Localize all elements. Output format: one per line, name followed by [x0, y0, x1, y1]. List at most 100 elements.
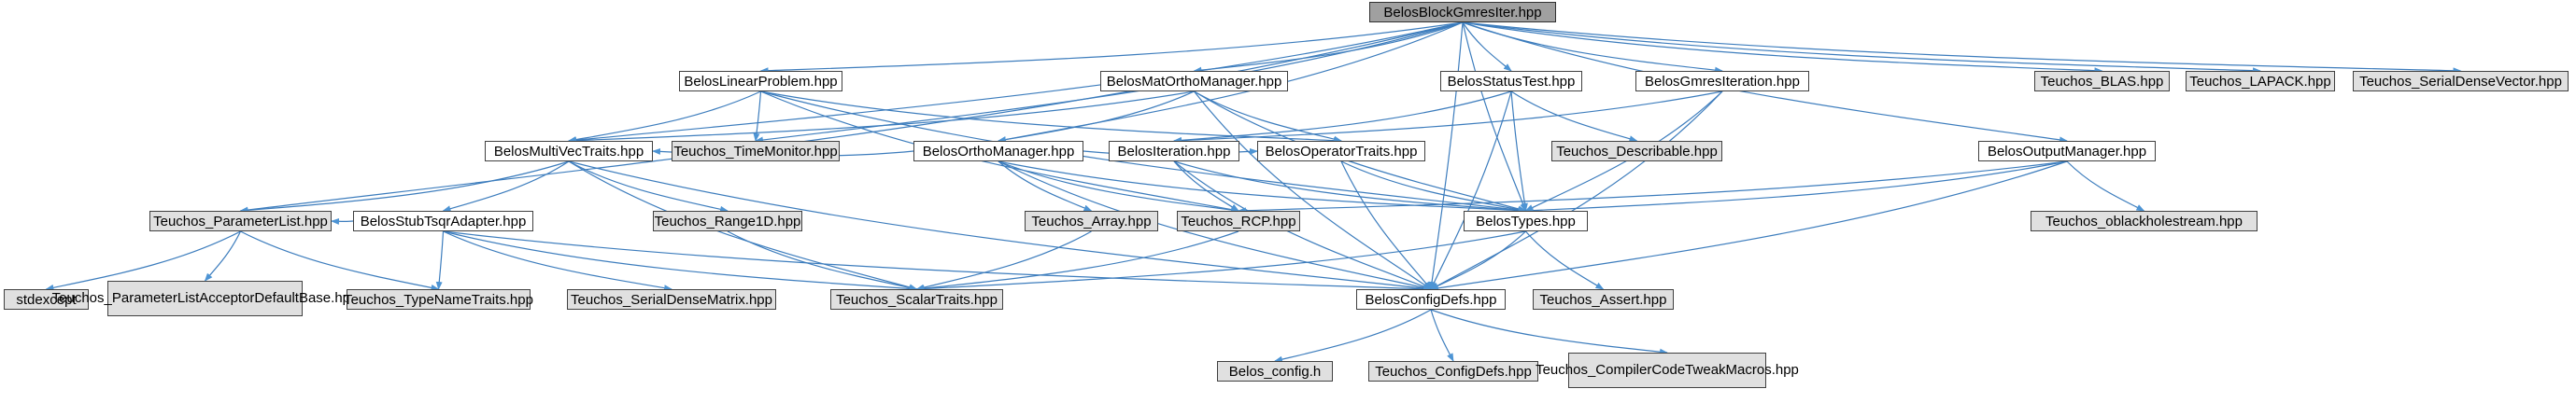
- graph-node-label: BelosOrthoManager.hpp: [922, 143, 1075, 160]
- graph-edge-multivectraits-to-parameterlist: [239, 160, 570, 214]
- graph-node-range1d[interactable]: Teuchos_Range1D.hpp: [653, 211, 802, 231]
- graph-edge-root-to-serialdensevec: [1462, 21, 2462, 75]
- graph-edge-root-to-multivectraits: [568, 21, 1464, 144]
- graph-edge-parameterlist-to-stdexcept: [45, 230, 241, 291]
- graph-edge-configdefs-to-compilertweak: [1430, 309, 1668, 355]
- graph-node-timemonitor[interactable]: Teuchos_TimeMonitor.hpp: [672, 141, 840, 161]
- graph-edge-linprob-to-operatortraits: [760, 90, 1342, 145]
- graph-node-array[interactable]: Teuchos_Array.hpp: [1025, 211, 1158, 231]
- graph-edge-root-to-linprob: [759, 21, 1464, 75]
- graph-node-describable[interactable]: Teuchos_Describable.hpp: [1551, 141, 1722, 161]
- graph-node-matortho[interactable]: BelosMatOrthoManager.hpp: [1100, 71, 1288, 91]
- graph-edge-multivectraits-to-configdefs: [568, 160, 1432, 292]
- graph-node-gmresiteration[interactable]: BelosGmresIteration.hpp: [1635, 71, 1809, 91]
- graph-edge-configdefs-to-teuchosconfig: [1430, 309, 1454, 362]
- graph-node-oblackhole[interactable]: Teuchos_oblackholestream.hpp: [2031, 211, 2258, 231]
- graph-edge-orthomanager-to-rcp: [998, 160, 1239, 214]
- graph-edge-orthomanager-to-belostypes: [998, 160, 1527, 215]
- graph-edge-multivectraits-to-range1d: [568, 160, 729, 213]
- graph-node-iteration[interactable]: BelosIteration.hpp: [1109, 141, 1239, 161]
- graph-node-label: Teuchos_BLAS.hpp: [2040, 73, 2164, 90]
- graph-node-label: BelosMultiVecTraits.hpp: [493, 143, 644, 160]
- graph-node-label: BelosGmresIteration.hpp: [1645, 73, 1800, 90]
- graph-node-operatortraits[interactable]: BelosOperatorTraits.hpp: [1257, 141, 1425, 161]
- graph-edge-root-to-matortho: [1193, 21, 1464, 74]
- graph-node-label: Teuchos_TypeNameTraits.hpp: [344, 291, 533, 308]
- graph-node-lapack[interactable]: Teuchos_LAPACK.hpp: [2186, 71, 2335, 91]
- graph-node-rcp[interactable]: Teuchos_RCP.hpp: [1177, 211, 1300, 231]
- graph-node-label: BelosStubTsqrAdapter.hpp: [360, 213, 527, 229]
- graph-node-stdexcept[interactable]: stdexcept: [4, 289, 89, 310]
- graph-node-label: stdexcept: [16, 291, 77, 308]
- graph-node-configdefs[interactable]: BelosConfigDefs.hpp: [1356, 289, 1506, 310]
- graph-node-stubtsqr[interactable]: BelosStubTsqrAdapter.hpp: [353, 211, 533, 231]
- graph-node-label: Teuchos_TimeMonitor.hpp: [673, 143, 838, 160]
- graph-edge-matortho-to-belostypes: [1194, 90, 1527, 213]
- graph-edge-gmresiteration-to-belostypes: [1524, 90, 1723, 212]
- graph-edge-root-to-configdefs: [1428, 21, 1464, 290]
- graph-edge-operatortraits-to-belostypes: [1340, 160, 1527, 213]
- graph-edge-root-to-outputmanager: [1462, 21, 2068, 144]
- graph-node-plistacceptor[interactable]: Teuchos_ParameterListAcceptorDefaultBase…: [52, 281, 358, 316]
- graph-edge-statustest-to-describable: [1510, 90, 1638, 143]
- graph-edge-orthomanager-to-array: [998, 160, 1093, 212]
- graph-node-scalartraits[interactable]: Teuchos_ScalarTraits.hpp: [830, 289, 1003, 310]
- graph-edge-linprob-to-timemonitor: [753, 90, 762, 142]
- graph-edge-iteration-to-configdefs: [1173, 160, 1432, 290]
- graph-edge-range1d-to-scalartraits: [727, 230, 918, 291]
- graph-edge-operatortraits-to-configdefs: [1340, 160, 1432, 290]
- graph-edge-iteration-to-rcp: [1173, 160, 1239, 212]
- graph-edge-iteration-to-belostypes: [1173, 160, 1527, 214]
- graph-node-label: Teuchos_ParameterList.hpp: [153, 213, 328, 229]
- graph-node-multivectraits[interactable]: BelosMultiVecTraits.hpp: [485, 141, 653, 161]
- graph-node-label: Teuchos_Range1D.hpp: [654, 213, 801, 229]
- graph-node-label: BelosTypes.hpp: [1476, 213, 1576, 229]
- graph-edge-matortho-to-configdefs: [1194, 90, 1432, 290]
- graph-edge-root-to-timemonitor: [755, 21, 1464, 144]
- graph-node-linprob[interactable]: BelosLinearProblem.hpp: [679, 71, 842, 91]
- graph-edge-multivectraits-to-stubtsqr: [442, 160, 570, 213]
- graph-node-assert[interactable]: Teuchos_Assert.hpp: [1533, 289, 1674, 310]
- graph-node-belostypes[interactable]: BelosTypes.hpp: [1464, 211, 1588, 231]
- edge-paths: [45, 21, 2462, 363]
- graph-edge-root-to-blas: [1462, 21, 2103, 75]
- graph-node-blas[interactable]: Teuchos_BLAS.hpp: [2034, 71, 2170, 91]
- graph-edge-outputmanager-to-belostypes: [1524, 160, 2068, 215]
- graph-node-statustest[interactable]: BelosStatusTest.hpp: [1440, 71, 1582, 91]
- graph-node-belosconfig[interactable]: Belos_config.h: [1217, 361, 1333, 382]
- graph-edge-root-to-belostypes: [1462, 21, 1527, 212]
- graph-edge-matortho-to-operatortraits: [1194, 90, 1342, 143]
- graph-edge-statustest-to-configdefs: [1430, 90, 1512, 290]
- graph-node-compilertweak[interactable]: Teuchos_CompilerCodeTweakMacros.hpp: [1536, 353, 1799, 388]
- graph-node-orthomanager[interactable]: BelosOrthoManager.hpp: [913, 141, 1083, 161]
- graph-edge-rcp-to-scalartraits: [915, 230, 1239, 292]
- graph-edge-gmresiteration-to-iteration: [1173, 90, 1723, 145]
- graph-node-parameterlist[interactable]: Teuchos_ParameterList.hpp: [149, 211, 332, 231]
- graph-node-label: Teuchos_LAPACK.hpp: [2189, 73, 2331, 90]
- graph-node-root[interactable]: BelosBlockGmresIter.hpp: [1369, 2, 1556, 22]
- graph-edge-root-to-statustest: [1462, 21, 1512, 72]
- graph-node-typenametraits[interactable]: Teuchos_TypeNameTraits.hpp: [344, 289, 533, 310]
- graph-edge-belostypes-to-assert: [1525, 230, 1605, 290]
- graph-node-label: BelosOutputManager.hpp: [1987, 143, 2147, 160]
- graph-node-serialdensemat[interactable]: Teuchos_SerialDenseMatrix.hpp: [567, 289, 776, 310]
- graph-edge-array-to-scalartraits: [915, 230, 1092, 291]
- graph-node-label: Teuchos_CompilerCodeTweakMacros.hpp: [1536, 362, 1799, 378]
- graph-node-outputmanager[interactable]: BelosOutputManager.hpp: [1978, 141, 2156, 161]
- graph-edge-outputmanager-to-configdefs: [1430, 160, 2068, 292]
- graph-node-label: BelosLinearProblem.hpp: [684, 73, 838, 90]
- graph-edge-root-to-lapack: [1462, 21, 2261, 75]
- graph-edge-statustest-to-belostypes: [1510, 90, 1528, 212]
- graph-node-label: BelosStatusTest.hpp: [1447, 73, 1576, 90]
- graph-edge-multivectraits-to-scalartraits: [568, 160, 918, 291]
- graph-node-label: Teuchos_SerialDenseVector.hpp: [2359, 73, 2562, 90]
- graph-node-teuchosconfig[interactable]: Teuchos_ConfigDefs.hpp: [1368, 361, 1538, 382]
- graph-node-label: Teuchos_oblackholestream.hpp: [2045, 213, 2243, 229]
- graph-node-label: BelosBlockGmresIter.hpp: [1383, 4, 1542, 21]
- graph-node-label: Teuchos_Array.hpp: [1031, 213, 1152, 229]
- graph-edge-linprob-to-rcp: [760, 90, 1239, 214]
- graph-node-serialdensevec[interactable]: Teuchos_SerialDenseVector.hpp: [2353, 71, 2569, 91]
- graph-node-label: Teuchos_RCP.hpp: [1181, 213, 1296, 229]
- graph-edge-stubtsqr-to-typenametraits: [435, 230, 445, 290]
